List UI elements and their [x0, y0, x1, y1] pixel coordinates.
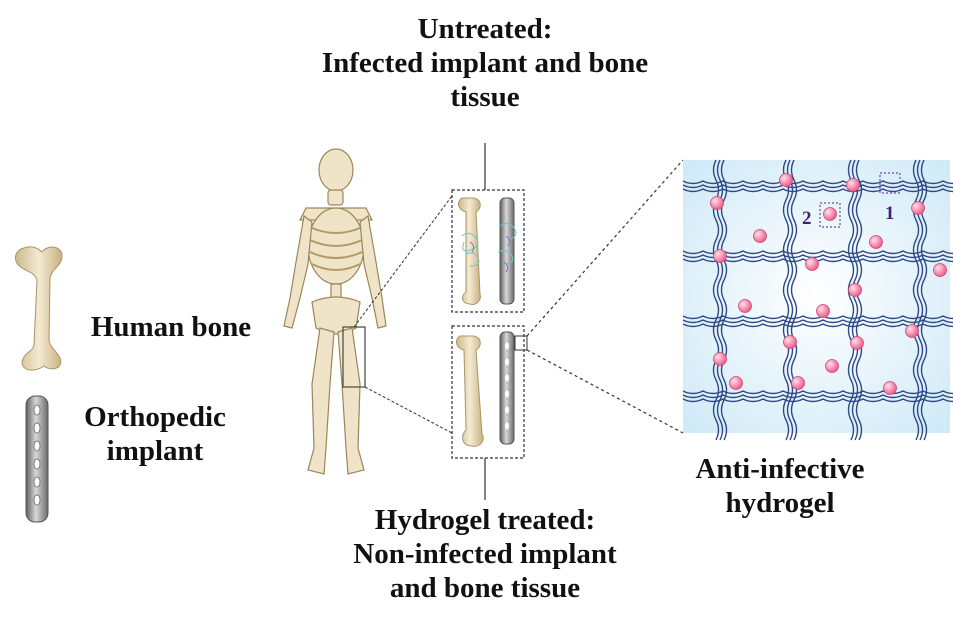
untreated-inset [452, 190, 524, 312]
antimicrobial-particle [714, 353, 727, 366]
bone-label-text: Human bone [66, 310, 276, 344]
hydrogel-label: Anti-infective hydrogel [660, 452, 900, 520]
treated-desc-line1: Non-infected implant [250, 537, 720, 571]
antimicrobial-particle [754, 230, 767, 243]
antimicrobial-particle [714, 250, 727, 263]
antimicrobial-particle [884, 382, 897, 395]
antimicrobial-particle [824, 208, 837, 221]
antimicrobial-particle [739, 300, 752, 313]
antimicrobial-particle [784, 336, 797, 349]
antimicrobial-particle [730, 377, 743, 390]
hydrogel-label-line2: hydrogel [660, 486, 900, 520]
zoom-lines [527, 160, 683, 433]
legend-bone-icon [15, 247, 62, 370]
skeleton-figure [284, 149, 386, 474]
antimicrobial-particle [792, 377, 805, 390]
antimicrobial-particle [912, 202, 925, 215]
implant-label-line2: implant [60, 434, 250, 468]
antimicrobial-particle [711, 197, 724, 210]
antimicrobial-particle [870, 236, 883, 249]
antimicrobial-particle [780, 174, 793, 187]
legend-implant-label: Orthopedic implant [60, 400, 250, 468]
antimicrobial-particle [817, 305, 830, 318]
treated-desc-line2: and bone tissue [250, 571, 720, 605]
mesh-marker-1: 1 [885, 203, 895, 224]
legend-bone-label: Human bone [66, 310, 276, 344]
antimicrobial-particle [849, 284, 862, 297]
treated-inset [452, 326, 527, 458]
antimicrobial-particle [826, 360, 839, 373]
antimicrobial-particle [851, 337, 864, 350]
treated-label: Hydrogel treated: Non-infected implant a… [250, 503, 720, 605]
implant-label-line1: Orthopedic [60, 400, 250, 434]
antimicrobial-particle [906, 325, 919, 338]
untreated-desc-line2: tissue [250, 80, 720, 114]
hydrogel-mesh: 1 2 [683, 160, 953, 440]
hydrogel-label-line1: Anti-infective [660, 452, 900, 486]
untreated-desc-line1: Infected implant and bone [250, 46, 720, 80]
treated-title: Hydrogel treated: [250, 503, 720, 537]
antimicrobial-particle [934, 264, 947, 277]
antimicrobial-particle [847, 179, 860, 192]
antimicrobial-particle [806, 258, 819, 271]
untreated-label: Untreated: Infected implant and bone tis… [250, 12, 720, 114]
untreated-title: Untreated: [250, 12, 720, 46]
legend-implant-icon [26, 396, 48, 522]
mesh-marker-2: 2 [802, 208, 812, 229]
